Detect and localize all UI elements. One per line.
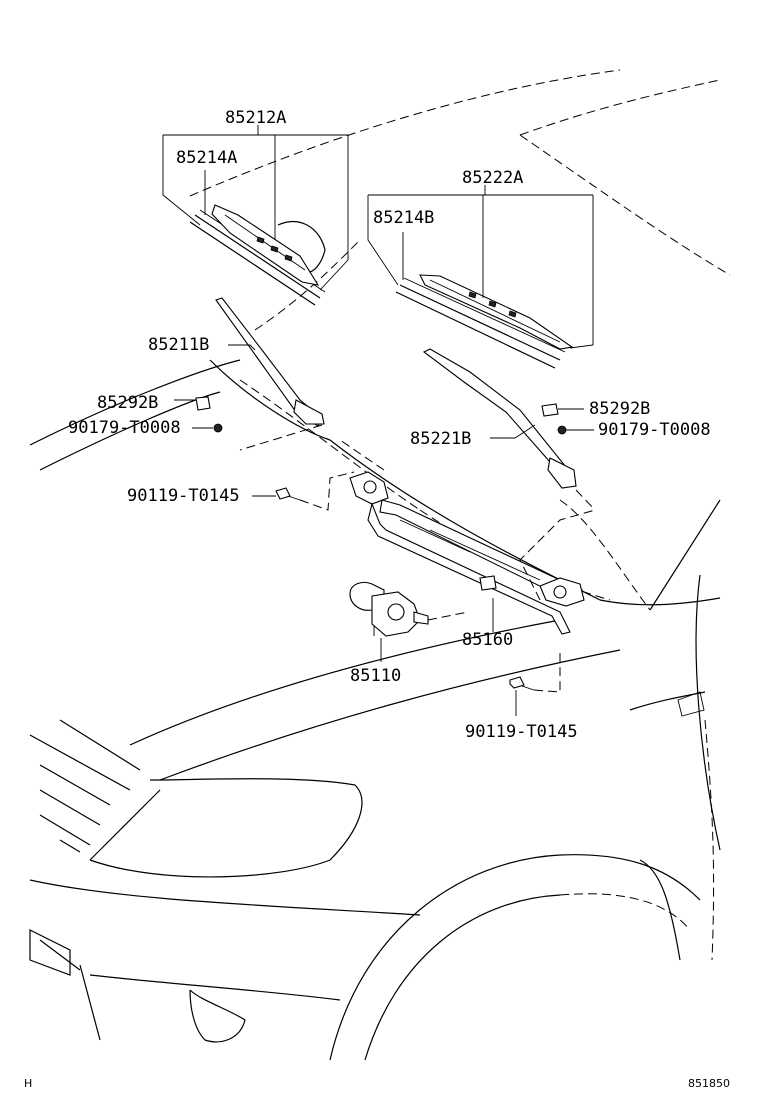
label-85221B: 85221B: [410, 429, 471, 449]
diagram-code: 851850: [688, 1077, 730, 1090]
wiper-blade-left: [189, 204, 326, 306]
label-85160: 85160: [462, 630, 513, 650]
vehicle-body-outline: [29, 69, 731, 1061]
bolt-lower: [509, 648, 561, 716]
bolt-upper: [252, 471, 355, 511]
nut-left: [192, 423, 223, 433]
label-85292B-left: 85292B: [97, 393, 158, 413]
label-85110: 85110: [350, 666, 401, 686]
leader-85221B: [490, 424, 536, 439]
label-85212A: 85212A: [225, 108, 286, 128]
leader-85211B: [228, 344, 256, 351]
label-85222A: 85222A: [462, 168, 523, 188]
label-85214A: 85214A: [176, 148, 237, 168]
cap-left: [174, 396, 211, 411]
label-90119-T0145-lower: 90119-T0145: [465, 722, 578, 742]
label-85214B: 85214B: [373, 208, 434, 228]
cap-right: [541, 403, 584, 417]
label-90179-T0008-right: 90179-T0008: [598, 420, 711, 440]
label-90119-T0145-upper: 90119-T0145: [127, 486, 240, 506]
wiper-arm-left: [215, 297, 325, 451]
wiper-link-assembly: [339, 439, 596, 635]
corner-mark-h: H: [24, 1077, 32, 1090]
nut-right: [557, 425, 594, 435]
leader-lines-85212A: [162, 125, 349, 291]
label-90179-T0008-left: 90179-T0008: [68, 418, 181, 438]
wiper-blade-right: [395, 274, 574, 369]
wiper-arm-right: [422, 348, 596, 511]
wiper-motor: [349, 581, 469, 637]
label-85292B-right: 85292B: [589, 399, 650, 419]
leader-lines-85222A: [367, 185, 594, 349]
label-85211B: 85211B: [148, 335, 209, 355]
